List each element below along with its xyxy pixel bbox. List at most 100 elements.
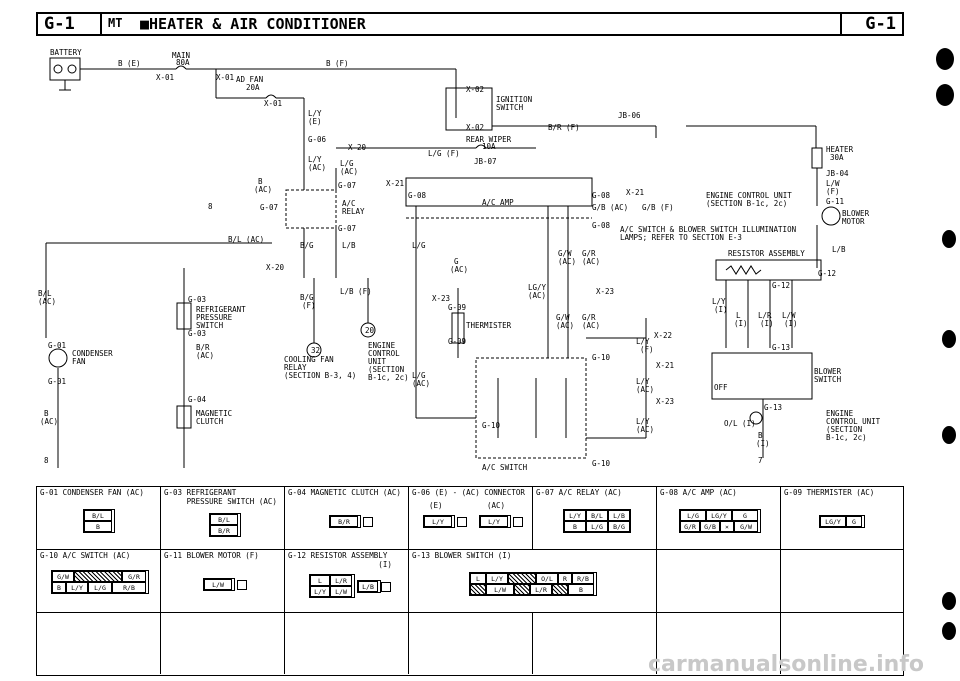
pin: L/Y — [66, 582, 88, 593]
ignition-label: IGNITION — [496, 95, 532, 104]
connector-g09: G-09 — [448, 303, 466, 312]
pin: R/B — [572, 573, 594, 584]
connector-g10: G-10 — [592, 459, 611, 468]
ground-ref: 7 — [758, 456, 763, 465]
connector-g13: G-13 — [764, 403, 782, 412]
ground-ref: 8 — [44, 456, 49, 465]
connector-x23: X-23 — [432, 294, 450, 303]
wire-ac: (AC) — [450, 265, 468, 274]
connector-g01-plug: B/L B — [83, 509, 115, 533]
illumination-note: A/C SWITCH & BLOWER SWITCH ILLUMINATION — [620, 225, 796, 234]
wire-gb-f: G/B (F) — [642, 203, 674, 212]
connector-g08-plug: L/G LG/Y G G/R G/B × G/W — [679, 509, 761, 533]
wire-ac: (AC) — [340, 167, 358, 176]
connector-x23: X-23 — [596, 287, 614, 296]
connector-x20: X-20 — [266, 263, 285, 272]
wire-ac: (AC) — [254, 185, 272, 194]
connector-g12-plug-b: L/B — [357, 580, 381, 593]
connector-caption: G-07 A/C RELAY (AC) — [536, 488, 622, 497]
pin: L/Y — [424, 516, 452, 527]
ignition-switch-body — [445, 87, 493, 131]
blower-switch-label: BLOWER — [814, 367, 842, 376]
page-header: G-1 MT ■HEATER & AIR CONDITIONER G-1 — [36, 12, 904, 36]
pin: G/W — [734, 521, 758, 532]
pin: R/B — [112, 582, 146, 593]
connector-g10: G-10 — [482, 421, 501, 430]
battery-label: BATTERY — [50, 48, 82, 57]
ad-fan-fuse-amp: 20A — [246, 83, 260, 92]
wire-ly-f: L/Y — [636, 337, 650, 346]
connector-cell-empty — [657, 613, 781, 674]
resistor-assembly-box — [715, 259, 822, 281]
connector-g01: G-01 — [48, 377, 66, 386]
pin: L — [470, 573, 486, 584]
connector-g06-plug-e: L/Y — [423, 515, 455, 528]
wire-l-i: L — [736, 311, 741, 320]
connector-g08: G-08 — [592, 191, 611, 200]
connector-g09: G-09 — [448, 337, 466, 346]
cooling-fan-relay-label: COOLING FAN — [284, 355, 334, 364]
pin: R — [558, 573, 572, 584]
wire-i: (I) — [760, 319, 774, 328]
wire-i: (I) — [714, 305, 728, 314]
connector-g04-plug: B/R — [329, 515, 361, 528]
rear-wiper-fuse-amp: 10A — [482, 142, 496, 151]
connector-g13: G-13 — [772, 343, 790, 352]
connector-g07-plug: L/Y B/L L/B B L/G B/G — [563, 509, 631, 533]
blower-motor-label: BLOWER — [842, 209, 870, 218]
connector-caption: G-06 (E) - (AC) CONNECTOR — [412, 488, 525, 497]
wire-lb: L/B — [832, 245, 846, 254]
wire-lr-i: L/R — [758, 311, 772, 320]
wire-i: (I) — [784, 319, 798, 328]
ac-switch-label: A/C SWITCH — [482, 463, 528, 472]
wire-b-i: B — [758, 431, 763, 440]
connector-x21: X-21 — [656, 361, 674, 370]
wire-b-ac: B — [258, 177, 263, 186]
wire-gw: G/W — [558, 249, 572, 258]
pin: L/B — [358, 581, 378, 592]
pin: L/R — [530, 584, 552, 595]
wire-i: (I) — [734, 319, 748, 328]
connector-x21: X-21 — [386, 179, 404, 188]
connector-tab — [363, 517, 373, 527]
wire-ac: (AC) — [528, 291, 546, 300]
ecu-label: ENGINE — [826, 409, 854, 418]
connector-g01: G-01 — [48, 341, 66, 350]
connector-x23: X-23 — [656, 397, 674, 406]
pin: G/R — [122, 571, 146, 582]
resistor-symbol — [725, 265, 762, 275]
connector-g12-plug-a: L L/R L/Y L/W — [309, 574, 355, 598]
connector-x02: X-02 — [466, 85, 484, 94]
magnetic-clutch-symbol — [176, 405, 192, 429]
connector-x20: X-20 — [348, 143, 367, 152]
pin: L/W — [330, 586, 352, 597]
page-number-left: G-1 — [44, 14, 75, 34]
connector-g03-plug: B/L B/R — [209, 513, 241, 537]
connector-g06-plug-ac: L/Y — [479, 515, 511, 528]
wire-lw-i: L/W — [782, 311, 796, 320]
pin-blank — [514, 584, 530, 595]
cooling-fan-relay-ref: 32 — [311, 346, 320, 355]
connector-g08: G-08 — [408, 191, 427, 200]
wire-ac: (AC) — [38, 297, 56, 306]
pin: B/G — [608, 521, 630, 532]
connector-g07: G-07 — [260, 203, 278, 212]
refrigerant-switch-label: PRESSURE — [196, 313, 233, 322]
wire-bl-ac: B/L — [38, 289, 52, 298]
wire-ac: (AC) — [196, 351, 214, 360]
wire-gr: G/R — [582, 313, 596, 322]
rear-wiper-fuse-label: REAR WIPER — [466, 135, 512, 144]
connector-g07: G-07 — [338, 181, 356, 190]
pin: L/G — [586, 521, 608, 532]
binder-hole-mark — [942, 592, 956, 610]
pin: LG/Y — [820, 516, 846, 527]
thermister-label: THERMISTER — [466, 321, 512, 330]
wire-ly-e: L/Y — [308, 109, 322, 118]
heater-fuse-symbol — [811, 147, 823, 169]
pin: L/W — [486, 584, 514, 595]
pin: B — [568, 584, 594, 595]
connector-cell-g06: G-06 (E) - (AC) CONNECTOR (E) (AC) L/Y L… — [409, 487, 533, 550]
connector-tab — [457, 517, 467, 527]
connector-cell-empty — [161, 613, 285, 674]
main-fuse-amp: 80A — [176, 58, 190, 67]
